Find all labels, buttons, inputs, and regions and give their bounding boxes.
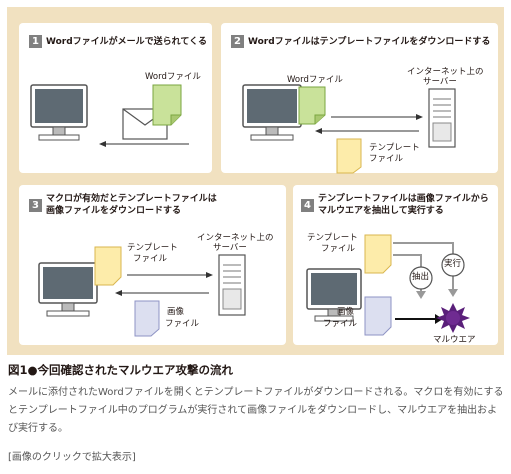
launch-arrow	[395, 314, 443, 324]
malware-icon	[436, 303, 470, 333]
pc-icon	[30, 84, 88, 141]
arrow-to-pc	[99, 141, 189, 147]
panel-1-graphics	[30, 84, 189, 147]
panel-1-email: 1 Wordファイルがメールで送られてくる Wordファイル	[19, 23, 212, 173]
enlarge-image-link[interactable]: [画像のクリックで拡大表示]	[8, 452, 136, 463]
figure-caption-title: 図1●今回確認されたマルウエア攻撃の流れ	[8, 363, 234, 377]
template-label: ファイル	[369, 154, 404, 164]
download-arrow	[115, 290, 209, 296]
panel-2-graphics	[242, 84, 456, 174]
image-label: 画像	[337, 307, 355, 317]
image-file-icon	[134, 300, 160, 337]
extract-badge	[409, 266, 433, 290]
word-file-label: Wordファイル	[287, 75, 343, 85]
panel-title: 画像ファイルをダウンロードする	[46, 206, 182, 216]
panel-title: マクロが有効だとテンプレートファイルは	[46, 194, 217, 204]
pc-icon	[242, 84, 302, 141]
download-arrow	[315, 128, 419, 134]
step-number-badge: 3	[29, 199, 42, 212]
template-label: テンプレート	[127, 243, 178, 253]
panel-4-graphics	[306, 234, 470, 336]
panel-title: マルウエアを抽出して実行する	[318, 206, 444, 216]
malware-label: マルウエア	[433, 335, 476, 345]
execute-label: 実行	[444, 259, 462, 269]
server-label: インターネット上の	[197, 233, 274, 243]
panel-2-template-download: 2 Wordファイルはテンプレートファイルをダウンロードする	[221, 23, 498, 174]
template-label: ファイル	[133, 254, 168, 264]
panel-title: Wordファイルがメールで送られてくる	[46, 37, 207, 47]
server-label: サーバー	[213, 243, 247, 253]
panel-3-graphics	[38, 246, 246, 337]
template-label: ファイル	[321, 244, 356, 254]
word-file-icon	[298, 86, 326, 125]
panel-4-malware-execution: 4 テンプレートファイルは画像ファイルから マルウエアを抽出して実行する	[293, 185, 498, 345]
pc-icon	[306, 268, 362, 322]
image-file-icon	[364, 296, 392, 336]
panel-title: Wordファイルはテンプレートファイルをダウンロードする	[248, 37, 491, 47]
pc-icon	[38, 262, 98, 317]
panel-3-image-download: 3 マクロが有効だとテンプレートファイルは 画像ファイルをダウンロードする	[19, 185, 286, 345]
template-file-icon	[94, 246, 122, 286]
panel-title: テンプレートファイルは画像ファイルから	[318, 194, 489, 204]
image-label: ファイル	[323, 319, 358, 329]
server-icon	[218, 254, 246, 316]
execute-badge	[441, 253, 465, 277]
server-label: サーバー	[423, 77, 457, 87]
request-arrow	[331, 114, 423, 120]
word-file-icon	[152, 84, 182, 126]
template-file-icon	[336, 138, 362, 174]
template-label: テンプレート	[307, 233, 358, 243]
template-file-icon	[364, 234, 392, 274]
step-number-badge: 4	[301, 199, 314, 212]
image-label: ファイル	[165, 319, 200, 329]
server-icon	[428, 88, 456, 148]
template-label: テンプレート	[369, 143, 420, 153]
word-file-label: Wordファイル	[145, 72, 201, 82]
diagram-figure[interactable]: 1 Wordファイルがメールで送られてくる Wordファイル	[7, 7, 504, 355]
step-number-badge: 1	[29, 35, 42, 48]
extract-label: 抽出	[412, 272, 430, 282]
server-label: インターネット上の	[407, 67, 484, 77]
step-number-badge: 2	[231, 35, 244, 48]
request-arrow	[127, 272, 213, 278]
image-label: 画像	[167, 307, 185, 317]
figure-caption-body: メールに添付されたWordファイルを開くとテンプレートファイルがダウンロードされ…	[8, 387, 504, 434]
